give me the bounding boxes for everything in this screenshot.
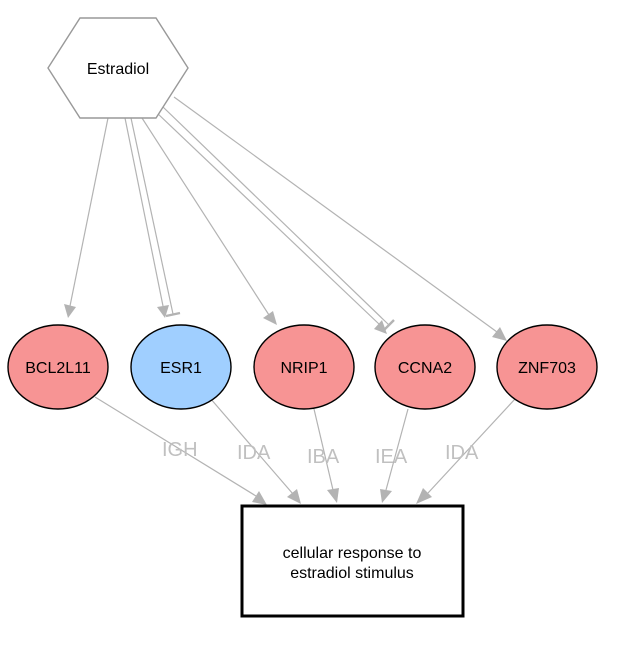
target-node[interactable]: cellular response to estradiol stimulus <box>240 504 465 618</box>
target-box <box>240 504 465 618</box>
nrip1-ellipse <box>253 324 355 410</box>
tbar-estradiol-esr1 <box>165 311 181 318</box>
edge-label-ccna2: IEA <box>375 446 408 468</box>
edge-estradiol-ccna2-b <box>162 106 390 326</box>
target-edges <box>94 396 516 505</box>
edge-label-nrip1: IBA <box>307 446 340 468</box>
esr1-label: ESR1 <box>160 360 202 377</box>
arrow-znf703-target <box>416 488 432 504</box>
target-label-line2: estradiol stimulus <box>290 565 414 582</box>
arrow-nrip1-target <box>327 488 339 503</box>
edge-label-esr1: IDA <box>237 442 271 464</box>
edge-esr1-target <box>209 397 294 495</box>
edge-nrip1-target <box>313 408 334 491</box>
target-label-line1: cellular response to <box>283 545 422 562</box>
arrow-estradiol-bcl2l11 <box>64 304 76 318</box>
gene-node-ccna2[interactable]: CCNA2 <box>374 324 476 410</box>
edge-estradiol-esr1-a <box>124 117 164 307</box>
edge-estradiol-esr1-b <box>130 117 174 315</box>
estradiol-node[interactable]: Estradiol <box>47 17 189 119</box>
esr1-ellipse <box>130 324 232 410</box>
arrow-estradiol-nrip1 <box>263 311 277 325</box>
arrow-estradiol-esr1 <box>157 305 169 318</box>
ccna2-label: CCNA2 <box>398 360 452 377</box>
bcl2l11-ellipse <box>7 324 109 410</box>
bcl2l11-label: BCL2L11 <box>25 360 91 377</box>
estradiol-hexagon <box>47 17 189 119</box>
gene-node-esr1[interactable]: ESR1 <box>130 324 232 410</box>
edge-estradiol-znf703 <box>173 96 498 333</box>
znf703-ellipse <box>496 324 598 410</box>
edge-estradiol-bcl2l11 <box>69 117 109 307</box>
source-edges <box>64 96 507 341</box>
arrow-ccna2-target <box>380 489 392 503</box>
edge-ccna2-target <box>385 408 409 491</box>
edge-znf703-target <box>427 398 516 494</box>
znf703-label: ZNF703 <box>518 360 576 377</box>
estradiol-label: Estradiol <box>87 61 149 78</box>
arrow-bcl2l11-target <box>252 491 267 505</box>
tbar-estradiol-ccna2 <box>382 319 395 332</box>
edge-estradiol-ccna2-a <box>155 111 381 326</box>
gene-node-bcl2l11[interactable]: BCL2L11 <box>7 324 109 410</box>
edge-label-znf703: IDA <box>445 442 479 464</box>
nrip1-label: NRIP1 <box>280 360 327 377</box>
edge-estradiol-nrip1 <box>141 117 270 316</box>
gene-node-znf703[interactable]: ZNF703 <box>496 324 598 410</box>
arrow-estradiol-ccna2 <box>374 320 387 334</box>
edge-bcl2l11-target <box>94 396 257 497</box>
gene-node-nrip1[interactable]: NRIP1 <box>253 324 355 410</box>
ccna2-ellipse <box>374 324 476 410</box>
edge-label-bcl2l11: IGH <box>162 439 198 461</box>
arrow-estradiol-znf703 <box>492 327 507 341</box>
edge-labels: IGH IDA IBA IEA IDA <box>162 439 479 468</box>
arrow-esr1-target <box>287 489 301 504</box>
